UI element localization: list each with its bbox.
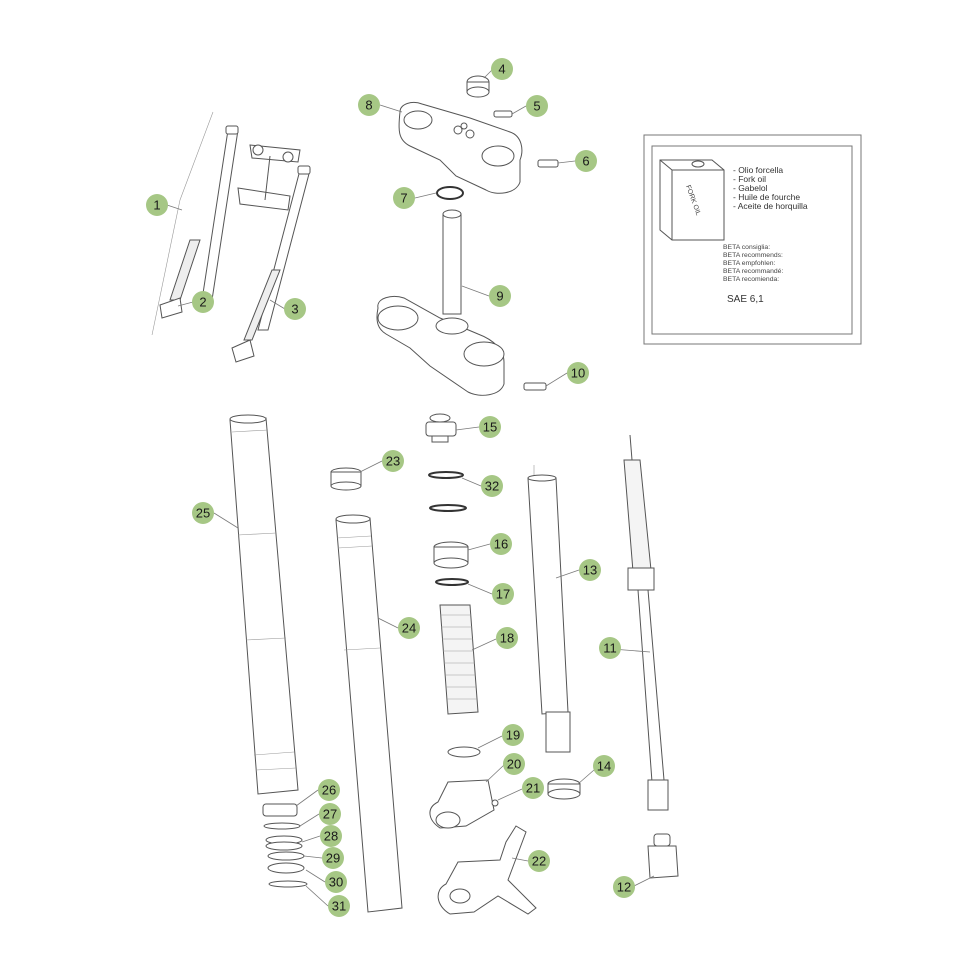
svg-text:3: 3 (291, 302, 298, 317)
callout-13: 13 (579, 559, 601, 581)
callout-4: 4 (491, 58, 513, 80)
oil-recommend-1: BETA consiglia: (723, 244, 770, 251)
svg-text:10: 10 (571, 366, 585, 381)
svg-text:26: 26 (322, 783, 336, 798)
spring-drawing (439, 604, 479, 715)
fork-internals-drawing (229, 413, 679, 915)
callout-25: 25 (192, 502, 214, 524)
svg-text:17: 17 (496, 587, 510, 602)
callout-18: 18 (496, 627, 518, 649)
callout-14: 14 (593, 755, 615, 777)
svg-text:27: 27 (323, 807, 337, 822)
callout-12: 12 (613, 876, 635, 898)
svg-text:13: 13 (583, 563, 597, 578)
callout-6: 6 (575, 150, 597, 172)
callout-1: 1 (146, 194, 168, 216)
callout-24: 24 (398, 617, 420, 639)
svg-text:5: 5 (533, 99, 540, 114)
svg-text:30: 30 (329, 875, 343, 890)
callout-5: 5 (526, 95, 548, 117)
callout-30: 30 (325, 871, 347, 893)
svg-text:1: 1 (153, 198, 160, 213)
svg-text:12: 12 (617, 880, 631, 895)
svg-text:24: 24 (402, 621, 416, 636)
svg-text:18: 18 (500, 631, 514, 646)
callout-16: 16 (490, 533, 512, 555)
callout-29: 29 (322, 847, 344, 869)
callout-28: 28 (320, 825, 342, 847)
callout-15: 15 (479, 416, 501, 438)
svg-text:21: 21 (526, 781, 540, 796)
oil-name-1: - Olio forcella (733, 165, 783, 175)
oil-name-4: - Huile de fourche (733, 192, 800, 202)
oil-recommend-4: BETA recommandé: (723, 268, 783, 275)
svg-text:2: 2 (199, 295, 206, 310)
oil-name-3: - Gabelol (733, 183, 768, 193)
svg-text:14: 14 (597, 759, 611, 774)
svg-text:9: 9 (496, 289, 503, 304)
oil-name-5: - Aceite de horquilla (733, 201, 808, 211)
callout-9: 9 (489, 285, 511, 307)
svg-text:25: 25 (196, 506, 210, 521)
callout-22: 22 (528, 850, 550, 872)
callout-8: 8 (358, 94, 380, 116)
oil-name-2: - Fork oil (733, 174, 766, 184)
oil-recommend-5: BETA recomienda: (723, 276, 779, 283)
svg-text:28: 28 (324, 829, 338, 844)
svg-text:32: 32 (485, 479, 499, 494)
callout-27: 27 (319, 803, 341, 825)
callout-17: 17 (492, 583, 514, 605)
oil-can-icon: FORK OIL (659, 159, 725, 241)
svg-text:8: 8 (365, 98, 372, 113)
oil-recommend-3: BETA empfohlen: (723, 260, 776, 267)
svg-text:23: 23 (386, 454, 400, 469)
callout-26: 26 (318, 779, 340, 801)
oil-recommend-2: BETA recommends: (723, 252, 783, 259)
svg-text:4: 4 (498, 62, 505, 77)
fork-assembly-drawing (151, 111, 311, 363)
leader-lines (166, 69, 655, 907)
oil-grade: SAE 6,1 (727, 294, 764, 305)
callout-11: 11 (599, 637, 621, 659)
callout-31: 31 (328, 895, 350, 917)
svg-text:19: 19 (506, 728, 520, 743)
svg-text:7: 7 (400, 191, 407, 206)
svg-text:15: 15 (483, 420, 497, 435)
fork-oil-box: FORK OIL - Olio forcella - Fork oil - Ga… (643, 134, 862, 345)
svg-text:20: 20 (507, 757, 521, 772)
callout-10: 10 (567, 362, 589, 384)
callout-bubbles: 1 2 3 4 5 6 7 8 9 10 11 12 13 14 15 16 1… (146, 58, 635, 917)
svg-text:22: 22 (532, 854, 546, 869)
svg-text:29: 29 (326, 851, 340, 866)
callout-19: 19 (502, 724, 524, 746)
callout-23: 23 (382, 450, 404, 472)
svg-text:11: 11 (603, 641, 617, 656)
svg-text:16: 16 (494, 537, 508, 552)
callout-21: 21 (522, 777, 544, 799)
callout-20: 20 (503, 753, 525, 775)
callout-2: 2 (192, 291, 214, 313)
callout-3: 3 (284, 298, 306, 320)
svg-text:31: 31 (332, 899, 346, 914)
svg-text:6: 6 (582, 154, 589, 169)
callout-32: 32 (481, 475, 503, 497)
triple-clamp-drawing (376, 75, 559, 396)
callout-7: 7 (393, 187, 415, 209)
